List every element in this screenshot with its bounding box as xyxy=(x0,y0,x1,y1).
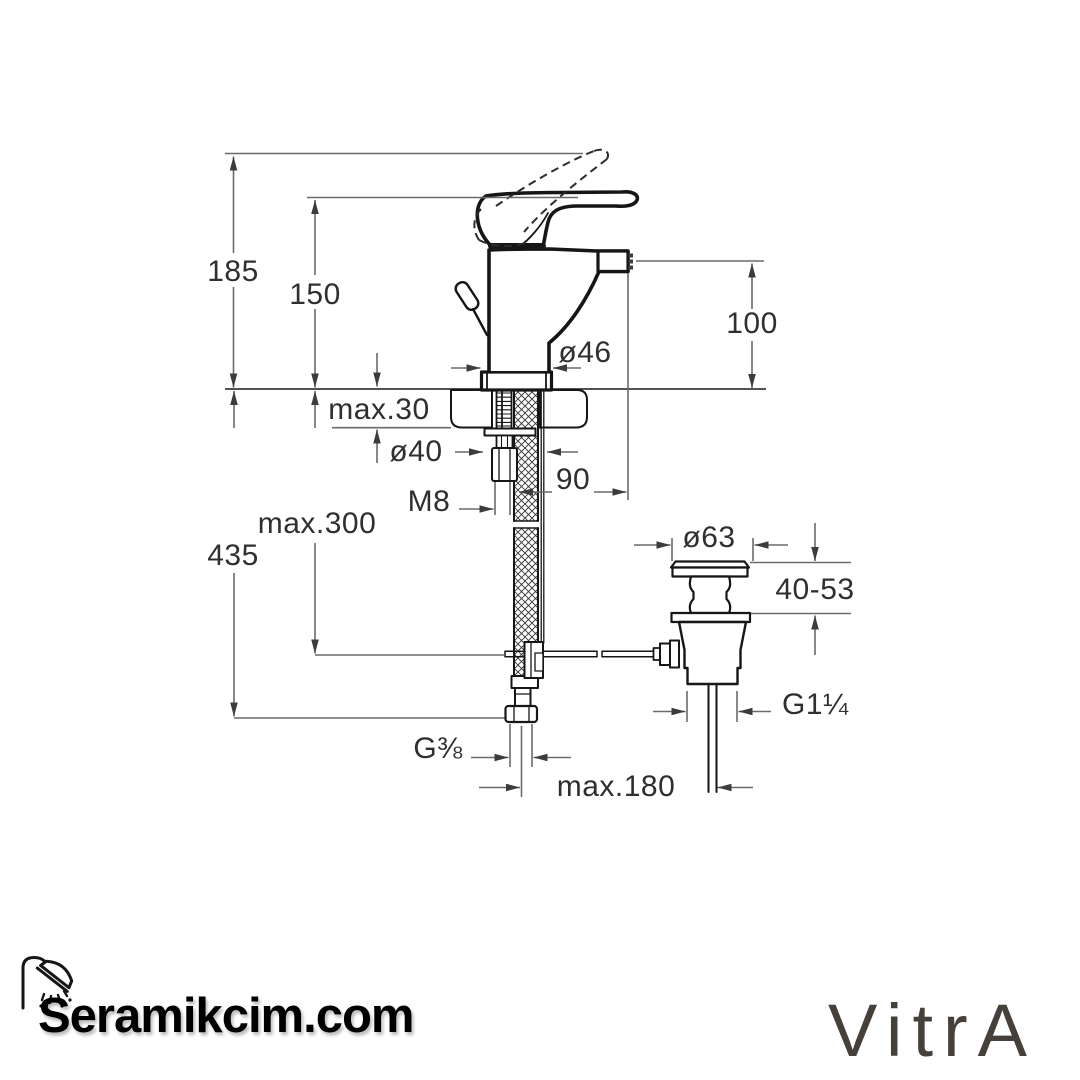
dimension-lines xyxy=(225,152,819,792)
dim-total-height: 185 xyxy=(207,255,259,288)
handle-raised-dashed xyxy=(473,148,609,248)
mounting-deck xyxy=(450,389,588,429)
dim-waste-max-offset: max.180 xyxy=(557,770,676,803)
dim-spout-reach: 90 xyxy=(556,463,590,496)
dim-body-height: 150 xyxy=(289,278,341,311)
dim-deck-thickness: max.30 xyxy=(328,393,429,426)
vitra-logo: VitrA xyxy=(828,989,1038,1072)
bidet-mixer-fixture xyxy=(454,148,752,793)
dim-waste-height-range: 40-53 xyxy=(775,573,854,606)
dimension-labels: 185 150 100 ø46 max.30 ø40 M8 90 max.300… xyxy=(207,255,854,803)
dim-stud-thread: M8 xyxy=(408,485,451,518)
shower-icon xyxy=(14,950,80,1016)
technical-drawing: 185 150 100 ø46 max.30 ø40 M8 90 max.300… xyxy=(207,148,854,803)
dim-spout-height: 100 xyxy=(726,307,778,340)
dim-popup-rod-max: max.300 xyxy=(258,507,377,540)
seramikcim-logo: Seramikcim.com xyxy=(38,989,414,1043)
dim-waste-thread: G1¼ xyxy=(782,688,849,721)
dim-hose-thread: G⅜ xyxy=(413,732,463,765)
dim-hose-length: 435 xyxy=(207,539,259,572)
dim-shank-nut-diameter: ø40 xyxy=(389,435,442,468)
dim-body-diameter: ø46 xyxy=(558,336,611,369)
dim-waste-flange-diameter: ø63 xyxy=(682,521,735,554)
